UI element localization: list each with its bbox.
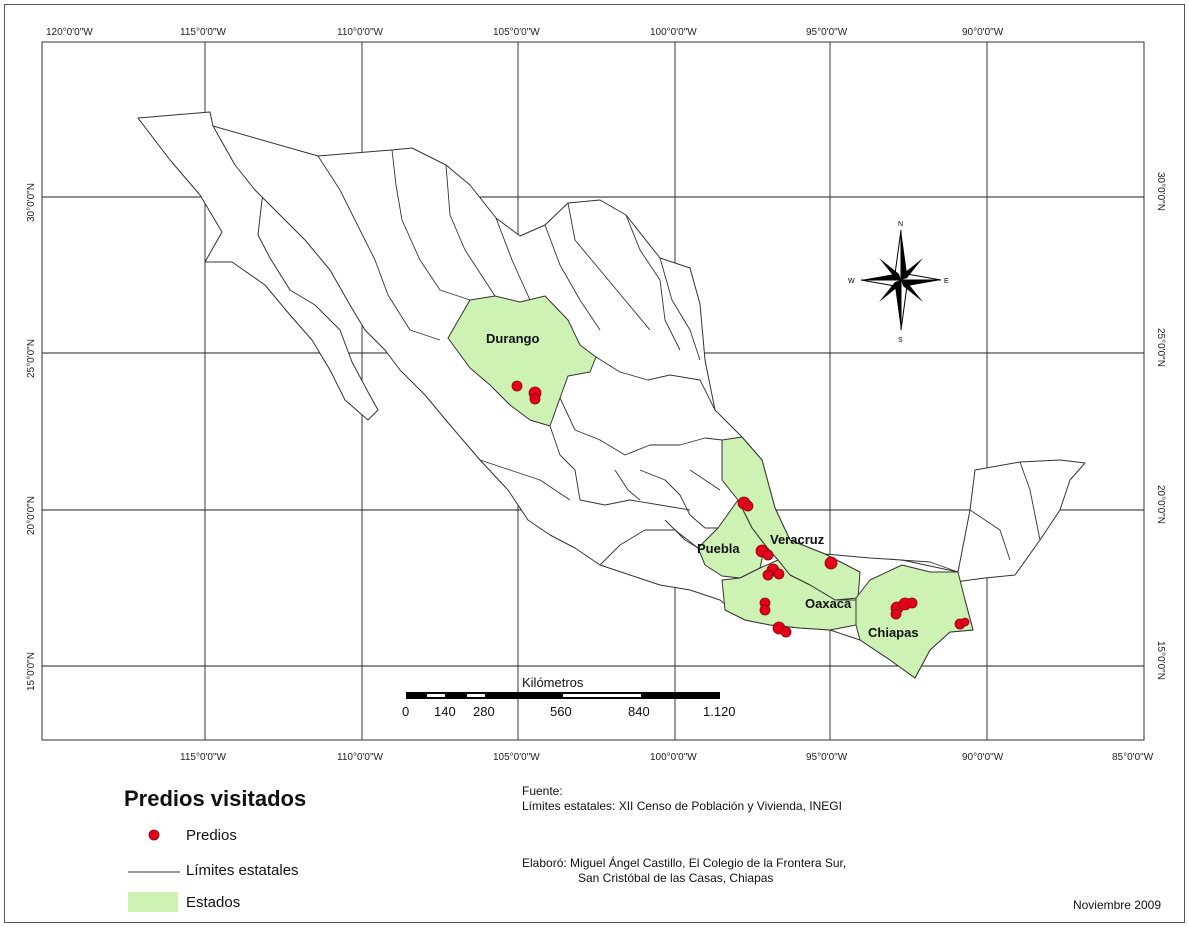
legend-title: Predios visitados (124, 786, 307, 811)
predio-point (742, 500, 754, 512)
legend-swatch-estados (128, 892, 178, 912)
source-credits: Fuente: Límites estatales: XII Censo de … (522, 784, 846, 886)
lon-label-top: 110°0'0"W (337, 27, 384, 38)
compass-s: S (898, 337, 903, 344)
scale-bar-title: Kilómetros (522, 675, 584, 690)
lat-label-left: 20°0'0"N (26, 496, 37, 535)
lon-label-top: 95°0'0"W (806, 27, 848, 38)
lat-label-right: 15°0'0"N (1155, 641, 1166, 680)
lat-label-right: 20°0'0"N (1155, 485, 1166, 524)
latitude-labels-left: 30°0'0"N 25°0'0"N 20°0'0"N 15°0'0"N (26, 183, 37, 691)
scale-bar-segment (427, 694, 445, 697)
legend-swatch-limites (128, 871, 180, 873)
longitude-labels-top: 120°0'0"W 115°0'0"W 110°0'0"W 105°0'0"W … (46, 27, 1004, 38)
longitude-labels-bottom: 115°0'0"W 110°0'0"W 105°0'0"W 100°0'0"W … (180, 752, 1154, 763)
state-label-chiapas: Chiapas (868, 625, 919, 640)
lat-label-right: 25°0'0"N (1155, 328, 1166, 367)
scale-bar: Kilómetros 0 140 280 560 840 1.120 (402, 675, 736, 719)
legend-swatch-predios (148, 829, 160, 841)
state-label-oaxaca: Oaxaca (805, 596, 852, 611)
scale-tick: 140 (434, 704, 456, 719)
lon-label-top: 120°0'0"W (46, 27, 93, 38)
lon-label-bottom: 95°0'0"W (806, 752, 848, 763)
author-line-2: San Cristóbal de las Casas, Chiapas (578, 871, 774, 885)
lon-label-bottom: 105°0'0"W (493, 752, 540, 763)
scale-tick: 280 (473, 704, 495, 719)
compass-e: E (944, 278, 949, 285)
lon-label-bottom: 115°0'0"W (180, 752, 227, 763)
scale-bar-segment (467, 694, 485, 697)
lat-label-left: 25°0'0"N (26, 339, 37, 378)
lon-label-top: 90°0'0"W (962, 27, 1004, 38)
legend-label: Estados (186, 893, 241, 911)
sheet-frame (4, 4, 1185, 923)
mexico-mainland (212, 125, 1086, 679)
predio-point (762, 569, 774, 581)
lon-label-bottom: 85°0'0"W (1112, 752, 1154, 763)
state-label-veracruz: Veracruz (770, 532, 825, 547)
legend-item-predios: Predios (124, 822, 237, 848)
predio-point (960, 617, 970, 627)
legend-label: Límites estatales (186, 861, 299, 879)
map-date: Noviembre 2009 (1072, 898, 1161, 912)
predio-point (773, 568, 785, 580)
compass-n: N (898, 221, 903, 228)
predio-point (890, 608, 902, 620)
state-label-durango: Durango (486, 331, 540, 346)
source-heading: Fuente: (522, 784, 563, 798)
scale-tick: 0 (402, 704, 409, 719)
predio-point (762, 549, 774, 561)
predio-point (824, 556, 838, 570)
predios-points (511, 380, 970, 638)
lat-label-left: 15°0'0"N (26, 652, 37, 691)
state-label-puebla: Puebla (697, 541, 740, 556)
scale-bar-segment (563, 694, 641, 697)
lon-label-bottom: 110°0'0"W (337, 752, 384, 763)
predio-point (529, 393, 541, 405)
scale-tick: 840 (628, 704, 650, 719)
lon-label-bottom: 100°0'0"W (650, 752, 697, 763)
state-labels: Durango Veracruz Puebla Oaxaca Chiapas (486, 331, 919, 640)
lon-label-top: 100°0'0"W (650, 27, 697, 38)
predio-point (511, 380, 523, 392)
source-limits: Límites estatales: XII Censo de Població… (522, 799, 842, 813)
state-boundaries (317, 149, 1041, 573)
compass-w: W (848, 278, 855, 285)
predio-point (759, 604, 771, 616)
legend-item-estados: Estados (124, 889, 240, 915)
lat-label-right: 30°0'0"N (1155, 172, 1166, 211)
legend-item-limites: Límites estatales (124, 857, 299, 883)
author-line-1: Elaboró: Miguel Ángel Castillo, El Coleg… (522, 856, 847, 870)
lat-label-left: 30°0'0"N (26, 183, 37, 222)
lon-label-top: 105°0'0"W (493, 27, 540, 38)
lon-label-bottom: 90°0'0"W (962, 752, 1004, 763)
scale-tick: 560 (550, 704, 572, 719)
north-arrow: N S E W (848, 221, 949, 344)
lon-label-top: 115°0'0"W (180, 27, 227, 38)
predio-point (780, 626, 792, 638)
predio-point (906, 597, 918, 609)
latitude-labels-right: 30°0'0"N 25°0'0"N 20°0'0"N 15°0'0"N (1155, 172, 1166, 680)
state-chiapas (855, 564, 974, 679)
state-durango (447, 295, 597, 427)
mexico-map (137, 111, 1086, 679)
legend-label: Predios (186, 826, 237, 844)
scale-tick: 1.120 (703, 704, 736, 719)
